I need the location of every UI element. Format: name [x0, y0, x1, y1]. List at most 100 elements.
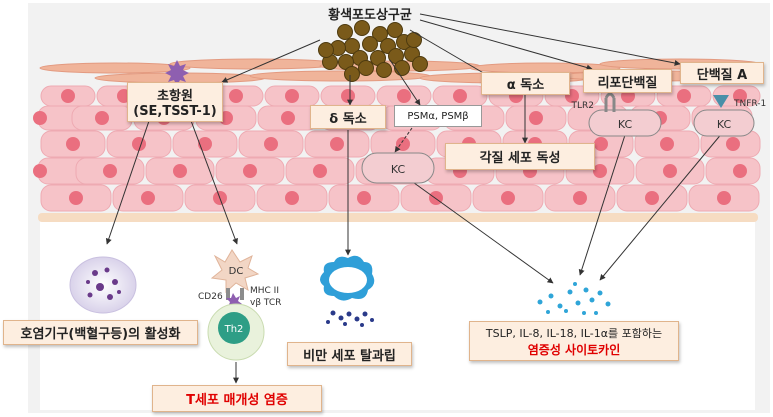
cd26-label: CD26 — [198, 292, 223, 302]
bacterium-19 — [412, 56, 428, 72]
keratinocyte-nucleus-4 — [429, 191, 443, 205]
bacterium-20 — [318, 42, 334, 58]
psm-box: PSMα, PSMβ — [394, 105, 482, 127]
staphylococcus-title: 황색포도상구균 — [328, 7, 412, 23]
keratinocyte-nucleus-4 — [717, 191, 731, 205]
lipoprotein-box: 리포단백질 — [583, 69, 672, 93]
tlr2-receptor-icon — [604, 92, 616, 112]
keratinocyte-nucleus-3 — [243, 164, 257, 178]
keratinocyte-nucleus-3 — [33, 164, 47, 178]
delta-toxin-box: δ 독소 — [310, 105, 386, 129]
dc-label: DC — [229, 266, 244, 277]
keratinocyte-nucleus-0 — [229, 89, 243, 103]
th2-label: Th2 — [224, 324, 244, 335]
keratinocyte-nucleus-4 — [141, 191, 155, 205]
keratinocyte-nucleus-4 — [501, 191, 515, 205]
superantigen-label: 초항원 — [157, 89, 193, 104]
bacterium-0 — [337, 24, 353, 40]
mast-cell-nucleus — [329, 267, 367, 293]
keratinocyte-tnfr — [693, 109, 755, 137]
alpha-toxin-box: α 독소 — [481, 72, 570, 95]
tnfr1-label: TNFR-1 — [733, 99, 766, 109]
keratinocyte-nucleus-3 — [593, 164, 607, 178]
arrow-to-superantigen — [221, 39, 321, 83]
keratinocyte-nucleus-3 — [313, 164, 327, 178]
mast-cell-degranulation-box: 비만 세포 탈과립 — [287, 342, 412, 366]
keratinocyte-nucleus-4 — [573, 191, 587, 205]
arrow-to-granulocyte — [105, 117, 151, 245]
corneocyte-0 — [39, 62, 191, 74]
arrow-kc-to-cytokines-2 — [578, 134, 626, 276]
keratinocyte-nucleus-0 — [677, 89, 691, 103]
keratinocyte-nucleus-2 — [660, 137, 674, 151]
bacterium-1 — [354, 20, 370, 36]
keratinocyte-nucleus-3 — [173, 164, 187, 178]
arrow-to-lipoprotein — [419, 19, 593, 71]
keratinocyte-nucleus-4 — [357, 191, 371, 205]
cytokine-dots — [537, 282, 611, 315]
superantigen-box: 초항원 (SE,TSST-1) — [127, 82, 223, 122]
kc-label-2: KC — [618, 118, 633, 131]
cytokine-emphasis-label: 염증성 사이토카인 — [527, 342, 621, 357]
mhc-receptor-icon — [226, 288, 230, 300]
superantigen-sublabel: (SE,TSST-1) — [133, 104, 217, 119]
keratinocyte-nucleus-2 — [594, 137, 608, 151]
keratinocyte-nucleus-0 — [341, 89, 355, 103]
bacterium-21 — [406, 32, 422, 48]
arrow-to-alpha-toxin — [409, 29, 493, 79]
keratinocyte-nucleus-2 — [396, 137, 410, 151]
keratinocyte-nucleus-4 — [285, 191, 299, 205]
keratinocyte-tlr2 — [588, 109, 662, 137]
keratinocyte-nucleus-4 — [645, 191, 659, 205]
arrow-kc-to-cytokines-1 — [409, 179, 554, 284]
mast-cell-granules — [326, 310, 374, 327]
cytokine-box: TSLP, IL-8, IL-18, IL-1α를 포함하는 염증성 사이토카인 — [469, 321, 679, 361]
arrow-to-psm — [389, 59, 421, 106]
bacterium-17 — [394, 60, 410, 76]
keratinocyte-nucleus-3 — [663, 164, 677, 178]
keratinocyte-nucleus-0 — [453, 89, 467, 103]
keratinocyte-nucleus-2 — [264, 137, 278, 151]
tlr2-label: TLR2 — [571, 101, 595, 111]
dermis-area — [40, 215, 755, 410]
keratinocyte-psm — [361, 152, 435, 184]
arrows — [105, 13, 724, 384]
keratinocyte-nucleus-0 — [397, 89, 411, 103]
bacterium-5 — [362, 36, 378, 52]
keratinocyte-nucleus-1 — [281, 111, 295, 125]
granulocyte-activation-box: 호염기구(백혈구등)의 활성화 — [3, 320, 198, 345]
kc-label-3: KC — [717, 118, 732, 131]
keratinocyte-nucleus-2 — [330, 137, 344, 151]
keratinocyte-nucleus-4 — [69, 191, 83, 205]
basement-membrane — [38, 213, 758, 222]
keratinocyte-nucleus-1 — [95, 111, 109, 125]
bacterium-2 — [372, 26, 388, 42]
dendritic-cell-icon — [210, 249, 260, 294]
keratinocyte-toxicity-box: 각질 세포 독성 — [445, 143, 595, 170]
arrow-to-dc — [189, 117, 238, 245]
keratinocyte-nucleus-1 — [33, 111, 47, 125]
th2-nucleus — [218, 312, 250, 344]
mhc2-label: MHC II — [250, 286, 279, 296]
vbeta-tcr-label: vβ TCR — [250, 298, 281, 308]
kc-label-1: KC — [391, 163, 406, 176]
keratinocyte-nucleus-0 — [285, 89, 299, 103]
superantigen-star-icon — [165, 60, 189, 86]
keratinocyte-nucleus-3 — [733, 164, 747, 178]
bacterium-15 — [358, 60, 374, 76]
arrow-to-protein-a — [419, 13, 681, 66]
keratinocyte-nucleus-1 — [529, 111, 543, 125]
bacterium-18 — [344, 66, 360, 82]
keratinocyte-nucleus-0 — [733, 89, 747, 103]
keratinocyte-nucleus-2 — [66, 137, 80, 151]
bacterium-16 — [376, 62, 392, 78]
tcr-receptor-icon — [240, 288, 244, 300]
keratinocyte-nucleus-2 — [726, 137, 740, 151]
basophil-granules — [86, 267, 121, 300]
cytokine-list-label: TSLP, IL-8, IL-18, IL-1α를 포함하는 — [485, 326, 663, 340]
t-cell-inflammation-box: T세포 매개성 염증 — [152, 385, 322, 412]
protein-a-box: 단백질 A — [680, 62, 764, 84]
bacterium-3 — [387, 22, 403, 38]
keratinocyte-nucleus-0 — [61, 89, 75, 103]
